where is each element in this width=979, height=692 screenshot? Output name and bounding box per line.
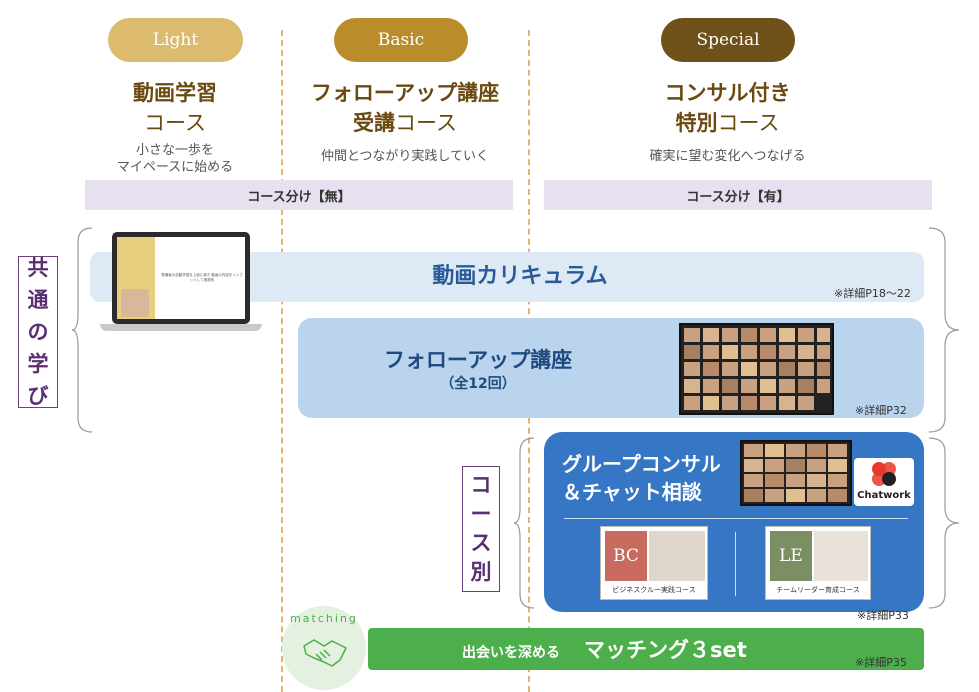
course-title-special: コンサル付き 特別コース bbox=[620, 78, 835, 138]
bc-course-card: BC ビジネスクルー実践コース bbox=[600, 526, 708, 600]
common-label-char-4: 学 bbox=[27, 352, 49, 376]
course-label-char-3: ス bbox=[470, 531, 492, 555]
video-detail-ref: ※詳細P18～22 bbox=[834, 287, 911, 300]
chatwork-logo-icon bbox=[872, 462, 896, 486]
course-title-light: 動画学習 コース bbox=[70, 78, 280, 138]
le-caption: チームリーダー育成コース bbox=[776, 586, 860, 594]
followup-detail-ref: ※詳細P32 bbox=[855, 404, 907, 417]
laptop-speaker-photo bbox=[121, 289, 149, 317]
chatwork-logo-text: Chatwork bbox=[857, 490, 911, 501]
laptop-illustration: 受講者の自動学習を上級に導き 動画の内容をインプットして実践的 bbox=[112, 232, 250, 324]
zoom-gallery-tiles bbox=[684, 328, 830, 410]
le-course-photo bbox=[814, 531, 868, 581]
matching-circle: matching bbox=[282, 606, 366, 690]
course-title-special-rest: コース bbox=[717, 111, 780, 135]
course-title-basic-line2: 受講コース bbox=[290, 108, 520, 138]
common-label-char-3: の bbox=[27, 320, 49, 344]
bc-badge: BC bbox=[605, 531, 647, 581]
course-title-basic-bold: 受講 bbox=[353, 111, 396, 135]
bc-course-photo bbox=[649, 531, 705, 581]
course-title-basic: フォローアップ講座 受講コース bbox=[290, 78, 520, 138]
course-title-light-line2: コース bbox=[144, 111, 206, 135]
bc-caption: ビジネスクルー実践コース bbox=[612, 586, 696, 594]
zoom-gallery-image bbox=[679, 323, 834, 415]
brace-course-right bbox=[928, 437, 960, 609]
course-title-basic-rest: コース bbox=[395, 111, 457, 135]
course-desc-light: 小さな一歩を マイペースに始める bbox=[70, 142, 280, 176]
course-title-special-bold: 特別 bbox=[675, 111, 718, 135]
split-bar-yes: コース分け【有】 bbox=[544, 180, 932, 210]
handshake-icon bbox=[303, 639, 347, 667]
laptop-screen: 受講者の自動学習を上級に導き 動画の内容をインプットして実践的 bbox=[117, 237, 245, 319]
matching-band bbox=[368, 628, 924, 670]
course-title-light-line1: 動画学習 bbox=[133, 81, 217, 105]
course-label-char-2: ー bbox=[470, 502, 492, 526]
tier-pill-special: Special bbox=[661, 18, 795, 62]
course-label-char-1: コ bbox=[470, 473, 492, 497]
by-course-label: コ ー ス 別 bbox=[462, 466, 500, 592]
followup-title: フォローアップ講座 bbox=[383, 348, 573, 372]
followup-subtitle: （全12回） bbox=[440, 376, 516, 392]
course-title-special-line2: 特別コース bbox=[620, 108, 835, 138]
brace-common-right bbox=[928, 227, 960, 433]
group-zoom-image bbox=[740, 440, 852, 506]
common-label-char-2: 通 bbox=[27, 288, 49, 312]
group-divider bbox=[564, 518, 908, 519]
course-desc-special: 確実に望む変化へつなげる bbox=[649, 149, 806, 164]
group-consult-title-line2: ＆チャット相談 bbox=[562, 480, 702, 504]
course-desc-basic: 仲間とつながり実践していく bbox=[320, 149, 490, 164]
common-learning-label: 共 通 の 学 び bbox=[18, 256, 58, 408]
chatwork-logo-panel: Chatwork bbox=[854, 458, 914, 506]
course-desc-light-line2: マイペースに始める bbox=[116, 160, 234, 175]
course-title-basic-line1: フォローアップ講座 bbox=[310, 81, 500, 105]
group-consult-title-line1: グループコンサル bbox=[562, 452, 721, 476]
split-bar-none: コース分け【無】 bbox=[85, 180, 513, 210]
matching-title: マッチング３set bbox=[584, 638, 747, 662]
course-title-special-line1: コンサル付き bbox=[664, 81, 791, 105]
matching-lead: 出会いを深める bbox=[462, 645, 560, 661]
laptop-base bbox=[100, 324, 262, 331]
laptop-screen-caption: 受講者の自動学習を上級に導き 動画の内容をインプットして実践的 bbox=[161, 273, 243, 282]
brace-common-left bbox=[71, 227, 93, 433]
common-label-char-5: び bbox=[27, 384, 49, 408]
matching-detail-ref: ※詳細P35 bbox=[855, 656, 907, 669]
video-curriculum-title: 動画カリキュラム bbox=[432, 264, 608, 289]
group-detail-ref: ※詳細P33 bbox=[857, 609, 909, 622]
group-zoom-tiles bbox=[744, 444, 847, 502]
group-card-divider bbox=[735, 532, 736, 596]
le-course-card: LE チームリーダー育成コース bbox=[765, 526, 871, 600]
tier-pill-light: Light bbox=[108, 18, 243, 62]
group-consult-title: グループコンサル ＆チャット相談 bbox=[562, 450, 742, 506]
divider-light-basic bbox=[281, 30, 283, 692]
common-label-char-1: 共 bbox=[27, 256, 49, 280]
tier-pill-basic: Basic bbox=[334, 18, 468, 62]
course-desc-light-line1: 小さな一歩を bbox=[135, 143, 214, 158]
matching-circle-label: matching bbox=[290, 612, 358, 625]
course-label-char-4: 別 bbox=[470, 560, 492, 584]
brace-course-left bbox=[513, 437, 535, 609]
le-badge: LE bbox=[770, 531, 812, 581]
